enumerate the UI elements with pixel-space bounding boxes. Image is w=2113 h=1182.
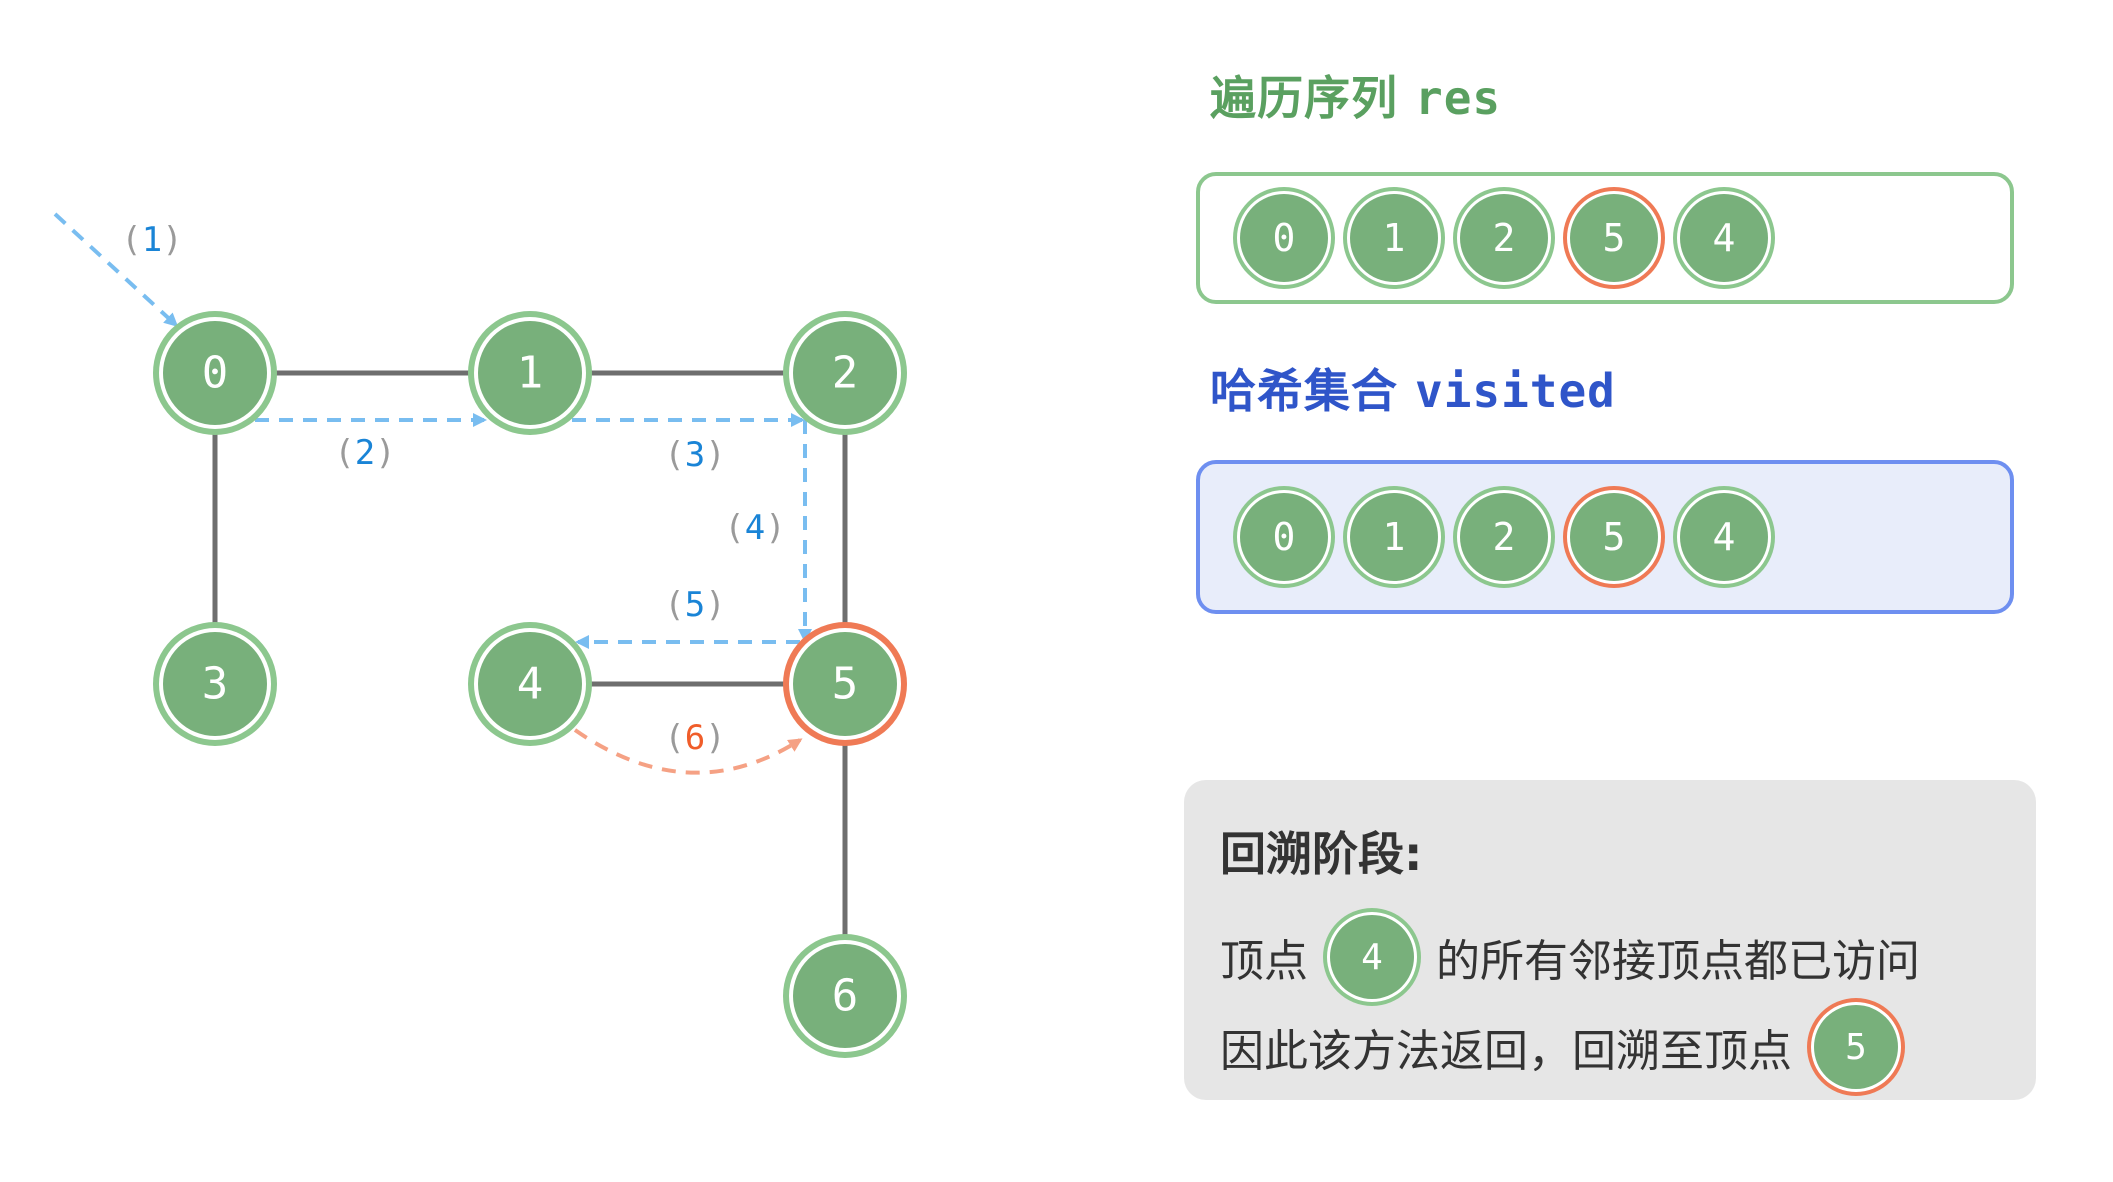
visited-item: 4	[1680, 493, 1768, 581]
res-title-cn: 遍历序列	[1210, 71, 1398, 125]
graph-node-3-label: 3	[202, 659, 229, 710]
graph-node-2-label: 2	[832, 348, 859, 399]
graph-node-4: 4	[468, 622, 592, 746]
step-labels: (1) (2) (3) (4) (5) (6)	[121, 220, 785, 758]
visited-set-box: 0 1 2 5 4	[1196, 460, 2014, 614]
step-label-5: (5)	[664, 585, 725, 625]
step-num-5: 5	[685, 585, 705, 625]
note-line1-prefix: 顶点	[1220, 936, 1308, 987]
backtrack-note: 回溯阶段: 顶点 4 的所有邻接顶点都已访问 因此该方法返回，回溯至顶点 5	[1184, 780, 2036, 1100]
res-item-highlighted: 5	[1570, 194, 1658, 282]
res-title: 遍历序列 res	[1210, 62, 1501, 128]
visited-item: 0	[1240, 493, 1328, 581]
note-node-4: 4	[1330, 915, 1414, 999]
visited-title-code: visited	[1415, 364, 1616, 418]
graph-node-5: 5	[783, 622, 907, 746]
visited-item: 2	[1460, 493, 1548, 581]
visited-title-cn: 哈希集合	[1210, 364, 1398, 418]
res-item: 2	[1460, 194, 1548, 282]
step-num-3: 3	[685, 435, 705, 475]
res-item: 1	[1350, 194, 1438, 282]
note-title: 回溯阶段:	[1220, 827, 1423, 881]
step-label-4: (4)	[724, 508, 785, 548]
graph-node-6: 6	[783, 934, 907, 1058]
note-line2-prefix: 因此该方法返回，回溯至顶点	[1220, 1026, 1792, 1077]
traversal-arrows	[53, 212, 812, 775]
graph-node-0-label: 0	[202, 348, 229, 399]
step-label-1: (1)	[121, 220, 182, 260]
step-num-4: 4	[745, 508, 765, 548]
res-sequence-box: 0 1 2 5 4	[1196, 172, 2014, 304]
graph-node-5-label: 5	[832, 659, 859, 710]
graph-node-1: 1	[468, 311, 592, 435]
step-num-2: 2	[355, 433, 375, 473]
visited-item: 1	[1350, 493, 1438, 581]
note-node-5: 5	[1814, 1005, 1898, 1089]
graph-node-4-label: 4	[517, 659, 544, 710]
step-num-6: 6	[685, 718, 705, 758]
graph-node-6-label: 6	[832, 971, 859, 1022]
note-line1-suffix: 的所有邻接顶点都已访问	[1436, 936, 1920, 987]
graph-nodes: 0 1 2 3 4 5	[153, 311, 907, 1058]
res-item: 0	[1240, 194, 1328, 282]
graph-node-3: 3	[153, 622, 277, 746]
arrow-step-1	[53, 212, 179, 328]
res-title-code: res	[1415, 71, 1502, 125]
note-line-2: 因此该方法返回，回溯至顶点 5	[1220, 1002, 2000, 1092]
step-label-6: (6)	[664, 718, 725, 758]
arrow-step-6	[573, 728, 803, 775]
visited-title: 哈希集合 visited	[1210, 355, 1616, 421]
visited-item-highlighted: 5	[1570, 493, 1658, 581]
step-num-1: 1	[142, 220, 162, 260]
graph-node-0: 0	[153, 311, 277, 435]
graph-node-1-label: 1	[517, 348, 544, 399]
graph-node-2: 2	[783, 311, 907, 435]
step-label-3: (3)	[664, 435, 725, 475]
step-label-2: (2)	[334, 433, 395, 473]
note-line-1: 顶点 4 的所有邻接顶点都已访问	[1220, 912, 2000, 1002]
res-item: 4	[1680, 194, 1768, 282]
